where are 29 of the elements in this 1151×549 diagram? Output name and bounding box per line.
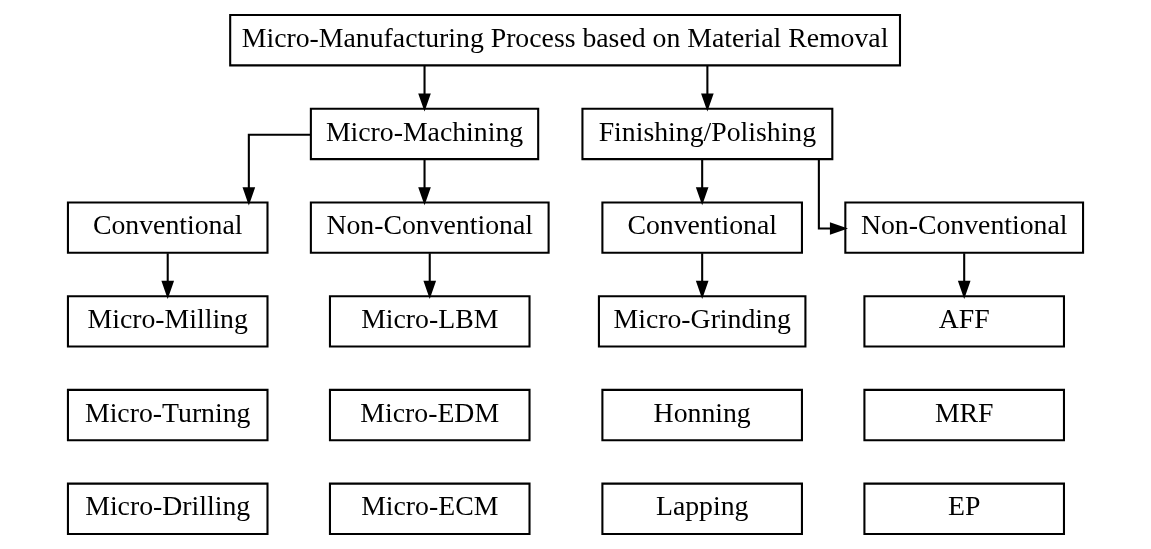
arrow bbox=[418, 159, 431, 206]
arrow bbox=[418, 65, 431, 112]
arrow bbox=[161, 253, 175, 299]
node-box: Micro-Machining bbox=[309, 107, 540, 161]
arrow bbox=[242, 133, 311, 206]
arrow bbox=[423, 253, 437, 299]
node-box: Honning bbox=[601, 388, 803, 442]
arrow bbox=[817, 159, 848, 235]
node-box: MRF bbox=[863, 388, 1065, 442]
node-box: Finishing/Polishing bbox=[581, 107, 834, 161]
arrow bbox=[701, 65, 714, 112]
node-box: AFF bbox=[863, 295, 1065, 348]
node-box: Non-Conventional bbox=[309, 201, 550, 254]
node-box: Micro-Grinding bbox=[597, 295, 807, 348]
node-box: Conventional bbox=[601, 201, 803, 254]
node-box: Micro-EDM bbox=[328, 388, 531, 442]
node-box: EP bbox=[863, 482, 1065, 535]
node-box: Micro-Manufacturing Process based on Material Removal bbox=[229, 14, 902, 67]
arrow bbox=[695, 159, 709, 206]
node-box: Micro-Milling bbox=[66, 295, 269, 348]
arrow bbox=[957, 253, 971, 299]
node-box: Non-Conventional bbox=[844, 201, 1085, 254]
node-box: Conventional bbox=[66, 201, 269, 254]
node-box: Micro-Drilling bbox=[66, 482, 269, 535]
arrow bbox=[695, 253, 709, 299]
node-box: Lapping bbox=[601, 482, 803, 535]
node-box: Micro-ECM bbox=[328, 482, 531, 535]
node-box: Micro-LBM bbox=[328, 295, 531, 348]
node-box: Micro-Turning bbox=[66, 388, 269, 442]
